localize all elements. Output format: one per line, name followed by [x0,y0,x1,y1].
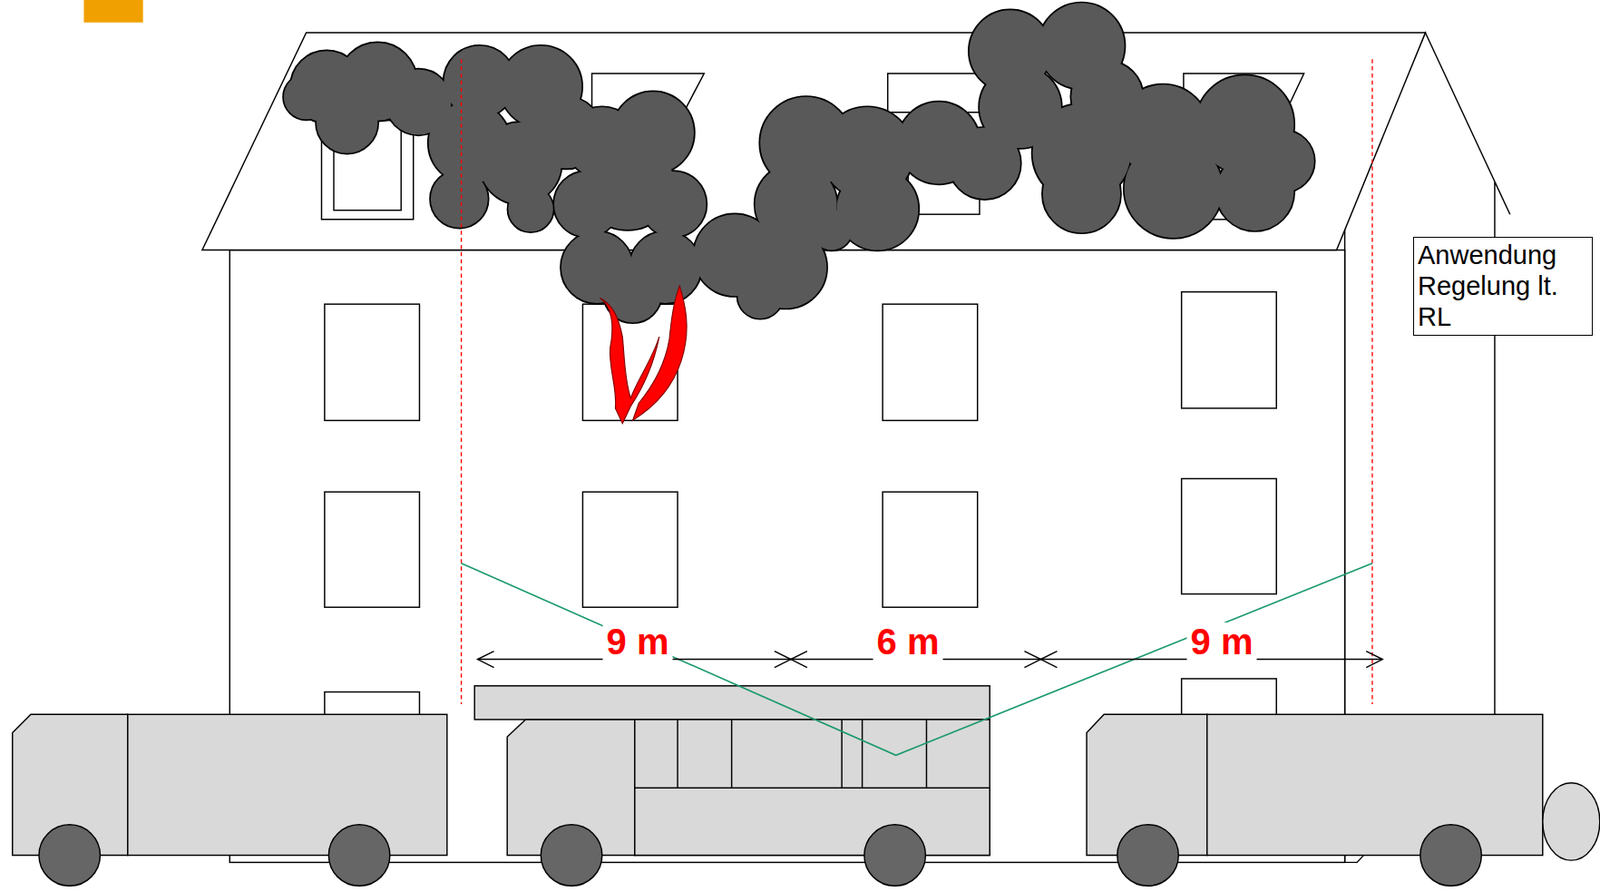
dimension-label: 6 m [873,622,944,661]
dimension-label: 9 m [1187,622,1258,661]
dimension-label: 9 m [603,622,674,661]
note-box: Anwendung Regelung lt. RL [1413,236,1593,336]
note-text: Anwendung Regelung lt. RL [1417,239,1589,333]
